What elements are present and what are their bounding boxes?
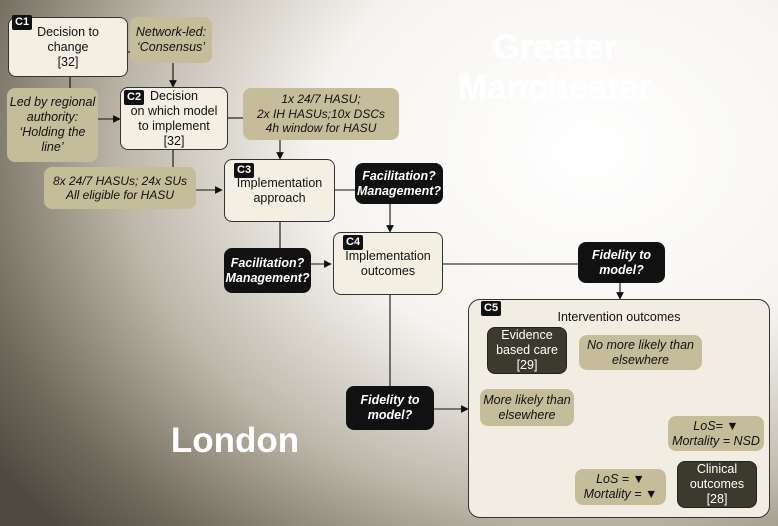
note-network-led: Network-led: ‘Consensus’: [130, 17, 212, 63]
question-fidelity-gm: Fidelity to model?: [578, 242, 665, 283]
note-los-mortality-down: LoS = ▼ Mortality = ▼: [575, 469, 666, 505]
note-los-mortality-nsd: LoS= ▼ Mortality = NSD: [668, 416, 764, 451]
tag-c2: C2: [124, 90, 145, 105]
outcome-clinical-outcomes: Clinical outcomes [28]: [677, 461, 757, 508]
tag-c1: C1: [12, 15, 33, 30]
question-facilitation-london: Facilitation? Management?: [224, 248, 311, 293]
outcome-evidence-based-care: Evidence based care [29]: [487, 327, 567, 374]
note-more-likely: More likely than elsewhere: [480, 389, 574, 426]
note-gm-model: 1x 24/7 HASU; 2x IH HASUs;10x DSCs 4h wi…: [243, 88, 399, 140]
tag-c5: C5: [481, 301, 502, 316]
note-london-model: 8x 24/7 HASUs; 24x SUs All eligible for …: [44, 167, 196, 209]
tag-c3: C3: [234, 163, 255, 178]
question-fidelity-london: Fidelity to model?: [346, 386, 434, 430]
region-london: London: [170, 421, 300, 460]
note-no-more-likely: No more likely than elsewhere: [579, 335, 702, 370]
tag-c4: C4: [343, 235, 364, 250]
note-regional-authority: Led by regional authority: ‘Holding the …: [7, 88, 98, 162]
region-greater-manchester: Greater Manchester: [457, 28, 653, 108]
c5-title: Intervention outcomes: [557, 310, 681, 324]
question-facilitation-gm: Facilitation? Management?: [355, 163, 443, 204]
